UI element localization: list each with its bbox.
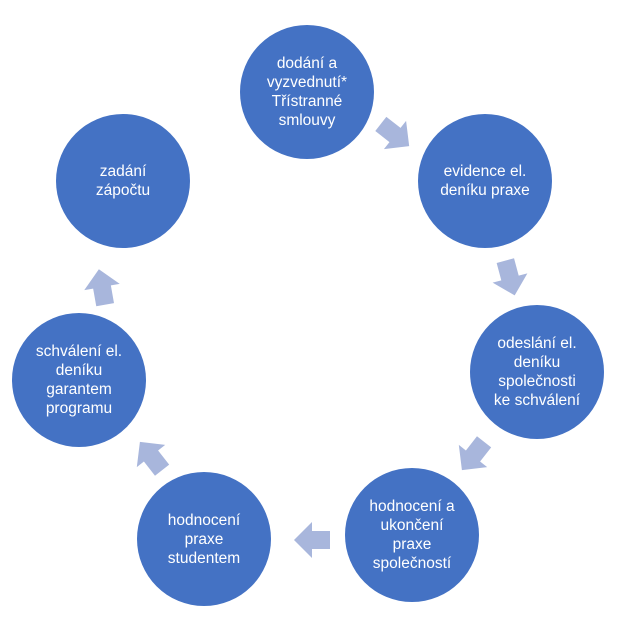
step-node-6: schválení el. deníku garantem programu [12, 313, 146, 447]
step-node-4: hodnocení a ukončení praxe společností [345, 468, 479, 602]
arrow-1 [375, 116, 410, 150]
step-label-2: evidence el. deníku praxe [440, 163, 530, 199]
step-label-4: hodnocení a ukončení praxe společností [369, 498, 455, 572]
step-label-5: hodnocení praxe studentem [167, 511, 241, 567]
step-node-5: hodnocení praxe studentem [137, 472, 271, 606]
arrow-4 [294, 522, 330, 558]
arrow-5 [136, 441, 170, 476]
step-node-3: odeslání el. deníku společnosti ke schvá… [470, 305, 604, 439]
arrow-6 [84, 269, 120, 307]
step-label-3: odeslání el. deníku společnosti ke schvá… [493, 335, 581, 409]
step-node-2: evidence el. deníku praxe [418, 114, 552, 248]
step-node-1: dodání a vyzvednutí* Třístranné smlouvy [240, 25, 374, 159]
step-label-1: dodání a vyzvednutí* Třístranné smlouvy [266, 55, 348, 129]
arrow-3 [458, 436, 492, 471]
step-label-7: zadání zápočtu [95, 163, 151, 199]
arrow-2 [492, 258, 528, 296]
step-label-6: schválení el. deníku garantem programu [35, 343, 123, 417]
step-node-7: zadání zápočtu [56, 114, 190, 248]
